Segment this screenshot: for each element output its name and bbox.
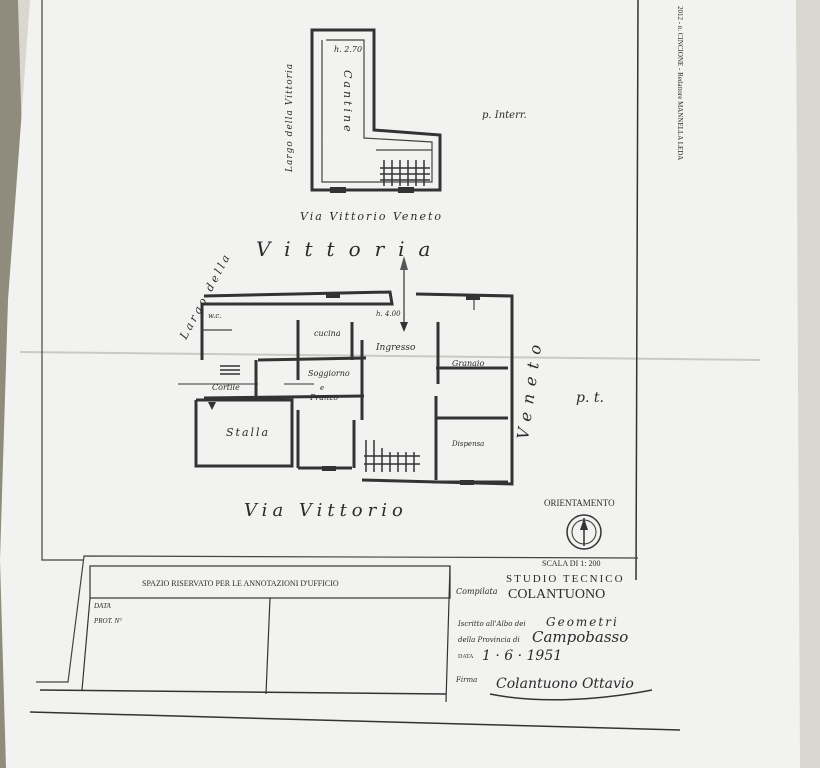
- signature-data-label: DATA: [458, 654, 474, 660]
- room-soggiorno-line1: Soggiorno: [308, 369, 350, 378]
- main-level-label: p. t.: [576, 390, 604, 406]
- firma-value: Colantuono Ottavio: [496, 676, 634, 692]
- ground-floor-plan: [178, 256, 514, 486]
- office-box-data-label: DATA: [93, 602, 111, 610]
- signature-data-value: 1 · 6 · 1951: [482, 648, 562, 664]
- orientation-label: ORIENTAMENTO: [544, 498, 615, 508]
- room-cucina: cucina: [314, 329, 341, 338]
- room-cortile: Cortile: [212, 383, 240, 392]
- basement-street-bottom: Via Vittorio Veneto: [300, 210, 443, 223]
- room-ingresso: Ingresso: [375, 343, 416, 353]
- room-stalla: Stalla: [226, 426, 270, 439]
- provincia-value: Campobasso: [532, 628, 628, 646]
- basement-plan: [310, 28, 442, 193]
- iscritto-label: Iscritto all'Albo dei: [457, 620, 526, 628]
- room-soggiorno-line3: Pranzo: [309, 393, 338, 402]
- provincia-label: della Provincia di: [458, 636, 520, 644]
- basement-street-left: Largo della Vittoria: [285, 63, 295, 173]
- scale-label: SCALA DI 1: 200: [542, 559, 600, 568]
- drawing-frame: [41, 0, 84, 561]
- signature-flourish: [489, 689, 653, 701]
- compass-icon: [566, 514, 602, 550]
- office-box-prot-label: PROT. N°: [93, 617, 122, 625]
- main-street-bottom: Via Vittorio: [244, 500, 408, 521]
- side-text: 2012 - n. CINCIONE - Redattore MANNELLA …: [676, 6, 684, 160]
- basement-level-label: p. Interr.: [482, 110, 527, 121]
- compilata-label: Compilata: [456, 587, 498, 596]
- room-wc: w.c.: [208, 312, 222, 320]
- stamp-name: COLANTUONO: [508, 587, 605, 602]
- office-box-title: SPAZIO RISERVATO PER LE ANNOTAZIONI D'UF…: [142, 579, 339, 588]
- stamp-line1: STUDIO TECNICO: [506, 573, 625, 585]
- iscritto-value: Geometri: [546, 615, 619, 629]
- room-granaio: Granaio: [452, 359, 484, 368]
- room-soggiorno-line2: e: [320, 384, 324, 392]
- office-box-frame: [29, 555, 681, 731]
- main-height-label: h. 4.00: [376, 310, 401, 318]
- frame-right-border: [635, 0, 639, 581]
- paper-sheet: [0, 0, 800, 768]
- basement-room-cantine: Cantine: [341, 70, 354, 135]
- firma-label: Firma: [455, 676, 477, 684]
- main-street-top: Vittoria: [256, 237, 444, 261]
- basement-height-label: h. 2.70: [334, 45, 362, 54]
- room-dispensa: Dispensa: [451, 440, 484, 448]
